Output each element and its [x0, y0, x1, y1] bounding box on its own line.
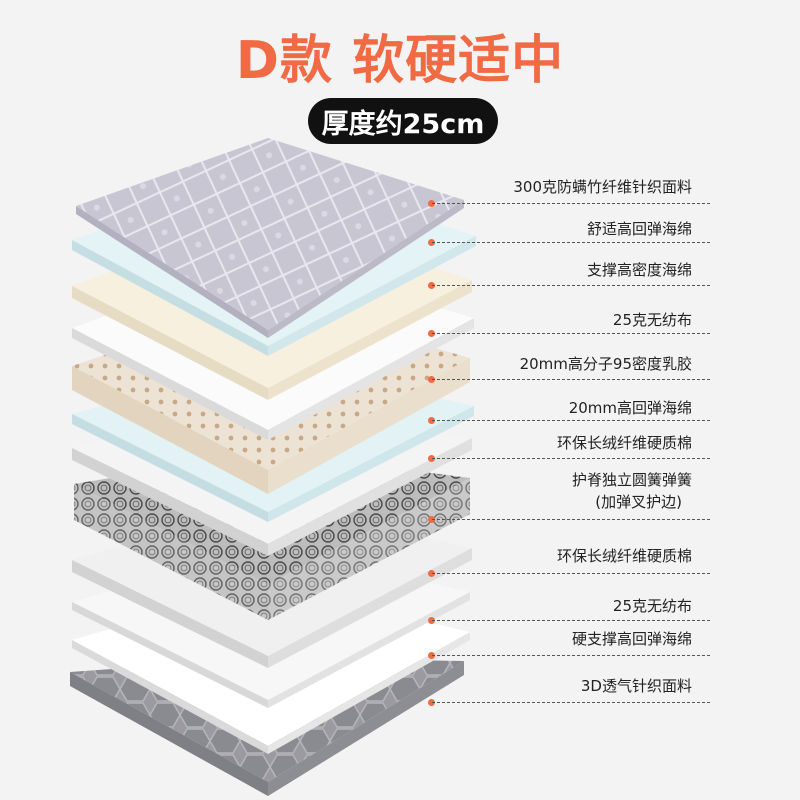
leader-line — [432, 702, 710, 703]
leader-line — [432, 620, 710, 621]
marker-dot — [428, 516, 435, 523]
label-hr-sponge-20mm: 20mm高回弹海绵 — [568, 399, 692, 417]
leader-line — [432, 379, 710, 380]
leader-line — [432, 519, 710, 520]
label-3d-knit-fabric: 3D透气针织面料 — [580, 677, 692, 695]
label-nonwoven-bottom: 25克无纺布 — [612, 597, 692, 615]
leader-line — [432, 242, 710, 243]
leader-line — [432, 285, 710, 286]
label-latex: 20mm高分子95密度乳胶 — [519, 355, 692, 373]
label-pocket-springs: 护脊独立圆簧弹簧 — [571, 471, 692, 489]
marker-dot — [428, 652, 435, 659]
label-comfort-sponge: 舒适高回弹海绵 — [586, 220, 692, 238]
marker-dot — [428, 617, 435, 624]
label-high-density-sponge: 支撑高密度海绵 — [586, 261, 692, 279]
marker-dot — [428, 455, 435, 462]
marker-dot — [428, 200, 435, 207]
layer-quilted-top-fabric — [76, 138, 464, 338]
label-hard-support-sponge: 硬支撑高回弹海绵 — [571, 630, 692, 648]
marker-dot — [428, 699, 435, 706]
label-fiber-cotton-upper: 环保长绒纤维硬质棉 — [556, 434, 692, 452]
label-nonwoven-top: 25克无纺布 — [612, 311, 692, 329]
marker-dot — [428, 330, 435, 337]
marker-dot — [428, 570, 435, 577]
thickness-badge: 厚度约25cm — [308, 98, 498, 144]
leader-line — [432, 420, 710, 421]
label-top-fabric: 300克防螨竹纤维针织面料 — [513, 178, 692, 196]
leader-line — [432, 203, 710, 204]
leader-line — [432, 655, 710, 656]
leader-line — [432, 333, 710, 334]
marker-dot — [428, 282, 435, 289]
marker-dot — [428, 376, 435, 383]
leader-line — [432, 458, 710, 459]
label-pocket-springs-sub: (加弹叉护边) — [595, 493, 682, 511]
marker-dot — [428, 239, 435, 246]
label-fiber-cotton-lower: 环保长绒纤维硬质棉 — [556, 547, 692, 565]
page-title: D款 软硬适中 — [235, 31, 565, 91]
marker-dot — [428, 417, 435, 424]
leader-line — [432, 573, 710, 574]
